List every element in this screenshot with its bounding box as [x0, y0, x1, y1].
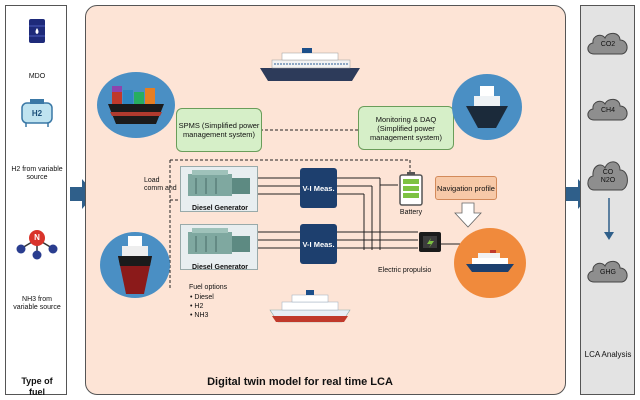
fuel-mdo-label: MDO: [28, 73, 46, 80]
vi-measurement-2: V-I Meas.: [300, 224, 337, 264]
load-command-label: Load comm and: [144, 177, 177, 192]
generator-engine-icon: [188, 170, 250, 196]
diesel-generator-2-label: Diesel Generator: [191, 264, 249, 271]
emission-co-n2o-label: CO N2O: [600, 169, 616, 184]
cruise-ship-top-image: [260, 48, 360, 81]
fuel-h2-label: H2 from variable source: [11, 166, 63, 181]
fuel-option-diesel: • Diesel: [190, 294, 214, 301]
cloud-icon: [587, 98, 628, 121]
fuel-option-h2-text: H2: [194, 303, 204, 310]
vi-measurement-1-label: V-I Meas.: [302, 183, 335, 193]
diesel-generator-1-label: Diesel Generator: [191, 205, 249, 212]
emission-ch4-label: CH4: [600, 107, 615, 114]
fuel-panel-footer: Type of fuel: [21, 376, 53, 397]
monitoring-daq-box: Monitoring & DAQ (Simplified power manag…: [358, 106, 454, 150]
generator-engine-icon: [188, 228, 250, 254]
emission-co2-label: CO2: [600, 41, 616, 48]
emission-ghg-label: GHG: [600, 269, 616, 276]
lca-panel: [580, 5, 635, 395]
cloud-icon: [587, 260, 628, 283]
fuel-option-nh3: • NH3: [190, 312, 209, 319]
emission-cloud-ghg: GHG: [584, 256, 632, 286]
arrow-down-icon: [604, 198, 614, 240]
cloud-icon: [587, 161, 628, 191]
emission-cloud-co-n2o: CO N2O: [584, 155, 632, 195]
container-ship-image: [108, 86, 164, 124]
electric-motor-icon: [419, 232, 441, 252]
hydrogen-tank-icon: [21, 99, 53, 127]
monitoring-daq-label: Monitoring & DAQ (Simplified power manag…: [369, 114, 443, 142]
oil-barrel-icon: [29, 19, 45, 43]
arrow-right-icon: [70, 179, 95, 209]
hydrogen-tank-text: H2: [31, 109, 43, 118]
vessel-front-image: [118, 236, 152, 294]
ammonia-molecule-text: N: [34, 233, 40, 242]
lca-panel-footer: LCA Analysis: [584, 350, 632, 359]
fuel-option-diesel-text: Diesel: [194, 294, 214, 301]
battery-icon: [399, 172, 423, 206]
spms-box: SPMS (Simplified power management system…: [176, 108, 262, 152]
fuel-options-title: Fuel options: [189, 284, 228, 291]
emission-cloud-co2: CO2: [584, 28, 632, 58]
spms-label: SPMS (Simplified power management system…: [178, 121, 260, 139]
ammonia-molecule-icon: [16, 230, 58, 260]
vi-measurement-1: V-I Meas.: [300, 168, 337, 208]
cruise-ship-small-image: [466, 250, 514, 272]
cloud-icon: [587, 32, 628, 55]
electric-propulsion-label: Electric propulsio: [378, 267, 432, 274]
fuel-option-h2: • H2: [190, 303, 204, 310]
arrow-right-icon: [566, 179, 591, 209]
emission-cloud-ch4: CH4: [584, 94, 632, 124]
digital-twin-title: Digital twin model for real time LCA: [207, 376, 393, 388]
navigation-profile-box: Navigation profile: [435, 176, 497, 200]
navigation-profile-label: Navigation profile: [437, 183, 495, 193]
fuel-option-nh3-text: NH3: [194, 312, 209, 319]
ferry-image: [269, 290, 351, 323]
fuel-nh3-label: NH3 from variable source: [13, 296, 61, 311]
fuel-type-panel: MDO H2 H2 from variable source N NH3 fro…: [5, 5, 67, 397]
battery-label: Battery: [399, 209, 423, 216]
vessel-bow-image: [466, 86, 508, 128]
vi-measurement-2-label: V-I Meas.: [302, 239, 335, 249]
